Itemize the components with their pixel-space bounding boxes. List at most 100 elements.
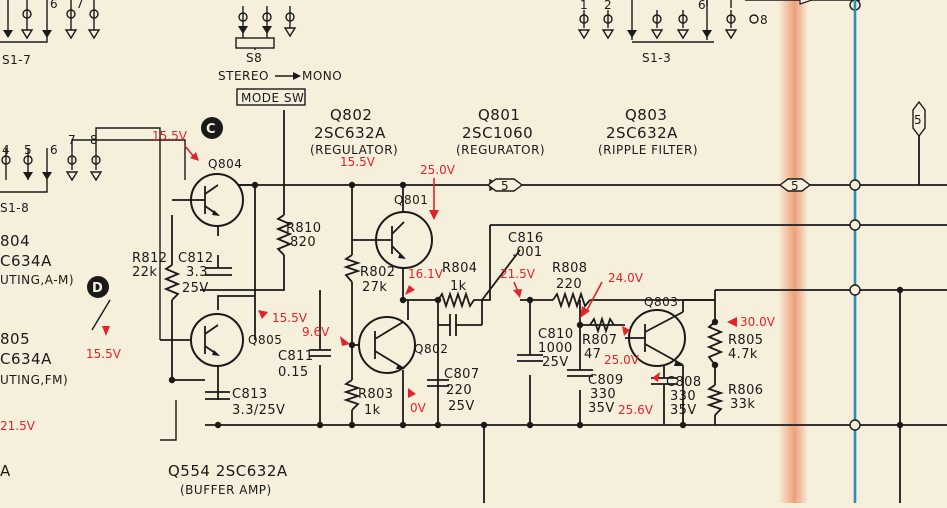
svg-text:4.7k: 4.7k xyxy=(728,347,758,362)
svg-text:R805: R805 xyxy=(728,333,763,348)
svg-text:15.5V: 15.5V xyxy=(340,155,376,169)
svg-text:27k: 27k xyxy=(362,280,387,295)
svg-text:C816: C816 xyxy=(508,231,544,246)
svg-text:16.1V: 16.1V xyxy=(408,267,444,281)
svg-text:25.6V: 25.6V xyxy=(618,403,654,417)
svg-text:0V: 0V xyxy=(410,401,427,415)
svg-text:21.5V: 21.5V xyxy=(0,419,36,433)
transistor-q803: Q803 xyxy=(625,295,686,367)
svg-text:R804: R804 xyxy=(442,261,477,276)
voltage-annotations: 15.5V 15.5V 25.0V 15.5V 15.5V 9.6V 16.1V… xyxy=(86,129,776,417)
svg-text:C811: C811 xyxy=(278,349,314,364)
svg-text:8: 8 xyxy=(760,13,768,27)
svg-text:15.5V: 15.5V xyxy=(86,347,122,361)
svg-text:A: A xyxy=(0,462,11,480)
node-5-markers: 5 5 5 xyxy=(486,100,926,193)
svg-text:Q805: Q805 xyxy=(248,333,282,347)
svg-text:R812: R812 xyxy=(132,251,167,266)
transistor-q805: Q805 xyxy=(190,313,282,367)
svg-text:21.5V: 21.5V xyxy=(500,267,536,281)
svg-text:C634A: C634A xyxy=(0,350,52,368)
bus-junctions xyxy=(849,179,861,431)
svg-text:C809: C809 xyxy=(588,373,624,388)
svg-text:Q802: Q802 xyxy=(330,106,372,124)
svg-text:805: 805 xyxy=(0,330,30,348)
svg-text:Q804: Q804 xyxy=(208,157,242,171)
svg-text:Q801: Q801 xyxy=(394,193,428,207)
svg-text:2: 2 xyxy=(604,0,612,12)
transistor-q802: Q802 xyxy=(358,316,448,374)
svg-text:R806: R806 xyxy=(728,383,763,398)
svg-text:R807: R807 xyxy=(582,333,617,348)
svg-text:S1-7: S1-7 xyxy=(2,53,31,67)
svg-text:1: 1 xyxy=(580,0,588,12)
svg-text:R803: R803 xyxy=(358,387,393,402)
svg-text:5: 5 xyxy=(24,143,32,157)
svg-text:35V: 35V xyxy=(670,403,697,418)
svg-text:3.3: 3.3 xyxy=(186,265,208,280)
component-labels: R810 820 R812 22k C812 3.3 25V R802 27k … xyxy=(132,221,763,418)
transistor-headers: Q802 2SC632A (REGULATOR) Q801 2SC1060 (R… xyxy=(168,106,698,497)
svg-text:0.15: 0.15 xyxy=(278,365,309,380)
switch-s8: S8 STEREO MONO MODE SW xyxy=(218,6,342,106)
svg-text:6: 6 xyxy=(50,0,58,11)
svg-text:15.5V: 15.5V xyxy=(152,129,188,143)
svg-text:15.5V: 15.5V xyxy=(272,311,308,325)
svg-text:C812: C812 xyxy=(178,251,214,266)
transistor-q804: Q804 xyxy=(172,157,244,227)
svg-text:(REGURATOR): (REGURATOR) xyxy=(456,143,545,157)
svg-text:7: 7 xyxy=(76,0,84,11)
svg-text:(RIPPLE FILTER): (RIPPLE FILTER) xyxy=(598,143,698,157)
svg-text:330: 330 xyxy=(670,389,696,404)
svg-text:(BUFFER AMP): (BUFFER AMP) xyxy=(180,483,272,497)
q554-feed xyxy=(160,400,177,441)
svg-text:5: 5 xyxy=(914,113,922,127)
svg-text:6: 6 xyxy=(50,143,58,157)
svg-text:(REGULATOR): (REGULATOR) xyxy=(310,143,398,157)
svg-text:330: 330 xyxy=(590,387,616,402)
left-cut-labels: 804 C634A UTING,A-M) 805 C634A UTING,FM)… xyxy=(0,232,74,480)
svg-text:25V: 25V xyxy=(542,355,569,370)
svg-text:2SC632A: 2SC632A xyxy=(314,124,386,142)
svg-text:C810: C810 xyxy=(538,327,574,342)
svg-text:4: 4 xyxy=(2,143,10,157)
svg-text:1000: 1000 xyxy=(538,341,573,356)
test-point-d: D xyxy=(87,276,111,331)
svg-text:804: 804 xyxy=(0,232,30,250)
transistor-q801: Q801 xyxy=(352,193,433,269)
switch-s1-3: 1 2 6 8 S1-3 xyxy=(577,0,861,65)
svg-text:33k: 33k xyxy=(730,397,755,412)
svg-text:C: C xyxy=(206,122,216,137)
svg-text:R802: R802 xyxy=(360,265,395,280)
svg-text:C807: C807 xyxy=(444,367,480,382)
svg-text:S1-3: S1-3 xyxy=(642,51,671,65)
svg-text:Q554 2SC632A: Q554 2SC632A xyxy=(168,462,288,480)
svg-text:Q801: Q801 xyxy=(478,106,520,124)
svg-text:R810: R810 xyxy=(286,221,321,236)
edge-band xyxy=(778,0,808,503)
svg-text:25.0V: 25.0V xyxy=(604,353,640,367)
svg-text:220: 220 xyxy=(556,277,582,292)
svg-text:Q803: Q803 xyxy=(644,295,678,309)
svg-text:25V: 25V xyxy=(182,281,209,296)
svg-text:47: 47 xyxy=(584,347,601,362)
svg-text:5: 5 xyxy=(791,179,799,193)
svg-text:2SC1060: 2SC1060 xyxy=(462,124,533,142)
svg-text:6: 6 xyxy=(698,0,706,12)
svg-text:25V: 25V xyxy=(448,399,475,414)
svg-text:Q803: Q803 xyxy=(625,106,667,124)
svg-text:MODE SW: MODE SW xyxy=(241,91,304,105)
svg-text:1k: 1k xyxy=(450,279,467,294)
svg-text:STEREO: STEREO xyxy=(218,69,269,83)
svg-text:820: 820 xyxy=(290,235,316,250)
svg-text:24.0V: 24.0V xyxy=(608,271,644,285)
svg-text:R808: R808 xyxy=(552,261,587,276)
svg-text:UTING,A-M): UTING,A-M) xyxy=(0,273,74,287)
svg-text:MONO: MONO xyxy=(302,69,342,83)
switch-s1-7: 6 7 S1-7 xyxy=(0,0,101,67)
svg-text:7: 7 xyxy=(68,133,76,147)
svg-text:S8: S8 xyxy=(246,51,262,65)
svg-text:2SC632A: 2SC632A xyxy=(606,124,678,142)
